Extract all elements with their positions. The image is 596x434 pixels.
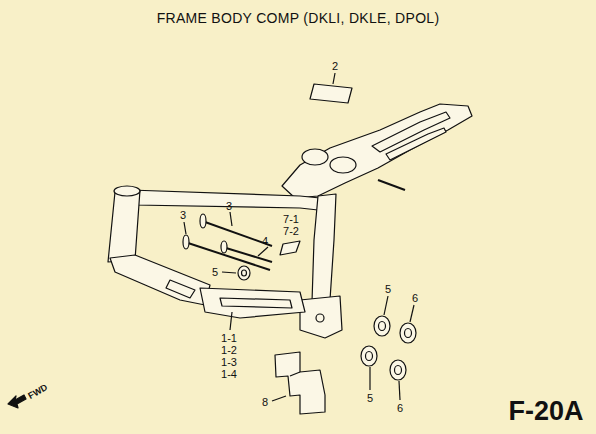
bracket-part: [275, 352, 325, 414]
bushing: [361, 346, 377, 366]
pivot-hole: [316, 314, 324, 322]
callout-number: 7-1: [283, 214, 299, 225]
pivot-bracket: [300, 296, 342, 338]
bushing-hole: [366, 352, 373, 361]
leader-lines: [184, 212, 414, 401]
leader-line: [222, 272, 236, 273]
leader-line: [399, 381, 400, 400]
diagram-title: FRAME BODY COMP (DKLI, DKLE, DPOL): [157, 11, 440, 25]
bolt-shaft: [226, 248, 272, 262]
engine-mount: [200, 288, 305, 318]
leader-line: [384, 296, 388, 315]
leader-line: [258, 247, 268, 256]
bolt-head: [200, 214, 206, 228]
bushing: [238, 266, 250, 280]
callout-number: 4: [262, 236, 268, 247]
mount-plate: [220, 298, 292, 308]
callout-number: 3: [226, 201, 232, 212]
forward-arrow: [8, 395, 26, 408]
pad-part: [280, 241, 300, 255]
bracket-edge: [290, 372, 300, 376]
callout-number: 6: [412, 293, 418, 304]
bolt-head: [183, 235, 189, 249]
tape-part: [310, 84, 352, 103]
bolts: [183, 214, 272, 270]
figure-number: F-20A: [508, 398, 583, 425]
leader-line: [230, 312, 232, 330]
bushing-hole: [379, 322, 386, 331]
bushing: [374, 316, 390, 336]
callout-number: 2: [332, 61, 338, 72]
bushing-hole: [242, 270, 247, 276]
fender-slot: [386, 128, 446, 160]
leader-line: [333, 73, 335, 84]
bushings: [361, 316, 416, 380]
callout-number: 3: [180, 210, 186, 221]
bolt-shaft: [205, 222, 272, 246]
callout-number: 5: [385, 284, 391, 295]
gusset: [166, 280, 195, 298]
leader-line: [369, 367, 370, 390]
bolt-shaft: [188, 243, 270, 270]
head-pipe: [108, 190, 140, 262]
leader-line: [272, 396, 286, 401]
callout-number: 1-4: [221, 369, 237, 380]
callout-number: 7-2: [283, 226, 299, 237]
bolt-head: [221, 241, 227, 253]
callout-number: 1-3: [221, 357, 237, 368]
callout-number: 5: [367, 393, 373, 404]
leader-line: [230, 212, 232, 226]
direction-label: FWD: [27, 383, 49, 401]
leader-line: [184, 222, 186, 234]
callout-number: 6: [397, 403, 403, 414]
tank-cap: [330, 157, 356, 173]
leader-line: [410, 305, 414, 322]
bushing: [390, 360, 406, 380]
bushing-hole: [395, 366, 402, 375]
center-post: [312, 194, 336, 302]
stud-bolt: [378, 180, 405, 190]
bushing-hole: [405, 329, 412, 338]
rear-fender: [282, 104, 472, 198]
top-tube: [130, 190, 320, 210]
callout-number: 8: [262, 397, 268, 408]
callout-number: 5: [212, 267, 218, 278]
callout-number: 1-1: [221, 333, 237, 344]
callout-number: 1-2: [221, 345, 237, 356]
bushing: [400, 323, 416, 343]
head-pipe-top: [114, 186, 140, 196]
tank-cap: [302, 149, 328, 165]
down-tube: [110, 255, 210, 305]
